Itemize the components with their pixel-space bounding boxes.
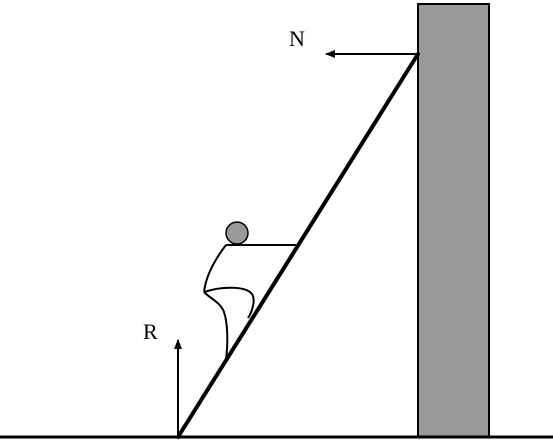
person-torso [203,244,227,293]
person-figure [203,221,296,361]
wall [417,3,490,438]
force-n-arrow: N [289,26,416,58]
person-head [225,221,249,245]
person-leg [203,291,229,361]
force-r-label: R [143,319,158,344]
force-r-arrow: R [143,319,182,437]
ladder [176,52,420,439]
person-thigh [203,286,255,319]
force-n-label: N [289,26,305,51]
